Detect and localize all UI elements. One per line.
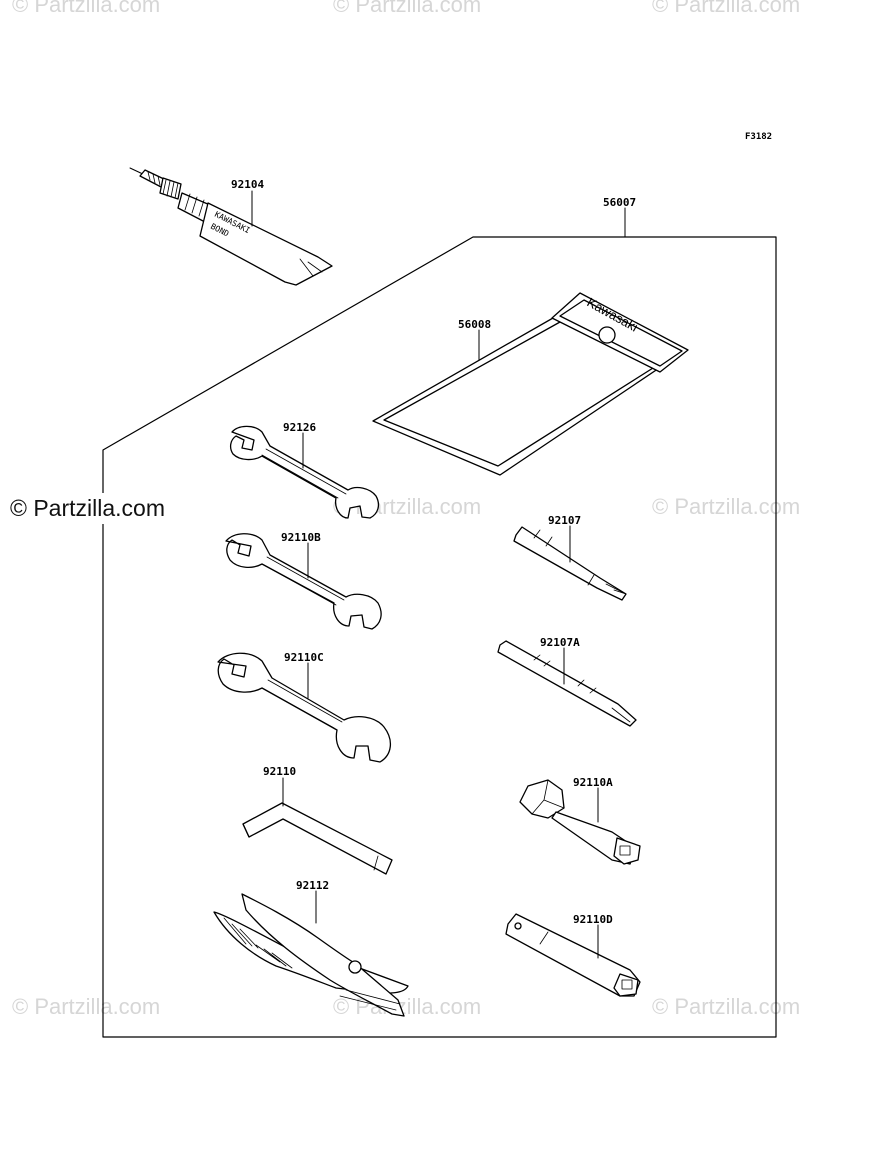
figure-code: F3182 <box>745 132 773 142</box>
leader-lines <box>251 190 626 959</box>
label-92107A: 92107A <box>540 636 580 649</box>
watermark-top-left: © Partzilla.com <box>12 0 161 17</box>
watermark-top-center: © Partzilla.com <box>333 0 482 17</box>
label-92107: 92107 <box>548 514 581 527</box>
label-92110C: 92110C <box>284 651 324 664</box>
hex-key-92110 <box>242 802 393 875</box>
part-labels: 92104 56007 56008 92126 92110B 92110C 92… <box>231 178 636 926</box>
box-wrench-92110D <box>505 913 641 997</box>
watermark-bottom-left: © Partzilla.com <box>12 994 161 1019</box>
pliers-92112 <box>213 893 409 1017</box>
tool-pouch <box>372 292 689 476</box>
screwdriver-bit-92107 <box>513 526 627 601</box>
wrench-92126 <box>229 425 380 519</box>
wrench-92110B <box>225 533 382 630</box>
label-92112: 92112 <box>296 879 329 892</box>
label-56008: 56008 <box>458 318 491 331</box>
label-92126: 92126 <box>283 421 316 434</box>
screwdriver-bit-92107A <box>497 640 637 727</box>
label-92110D: 92110D <box>573 913 613 926</box>
bond-tube <box>129 167 333 286</box>
label-92110: 92110 <box>263 765 296 778</box>
wrench-92110C <box>217 652 391 763</box>
watermark-bottom-center: © Partzilla.com <box>333 994 482 1019</box>
label-92104: 92104 <box>231 178 264 191</box>
label-92110B: 92110B <box>281 531 321 544</box>
watermark-top-right: © Partzilla.com <box>652 0 801 17</box>
watermark-main: © Partzilla.com <box>10 493 169 524</box>
label-56007: 56007 <box>603 196 636 209</box>
label-92110A: 92110A <box>573 776 613 789</box>
socket-wrench-92110A <box>519 779 641 865</box>
